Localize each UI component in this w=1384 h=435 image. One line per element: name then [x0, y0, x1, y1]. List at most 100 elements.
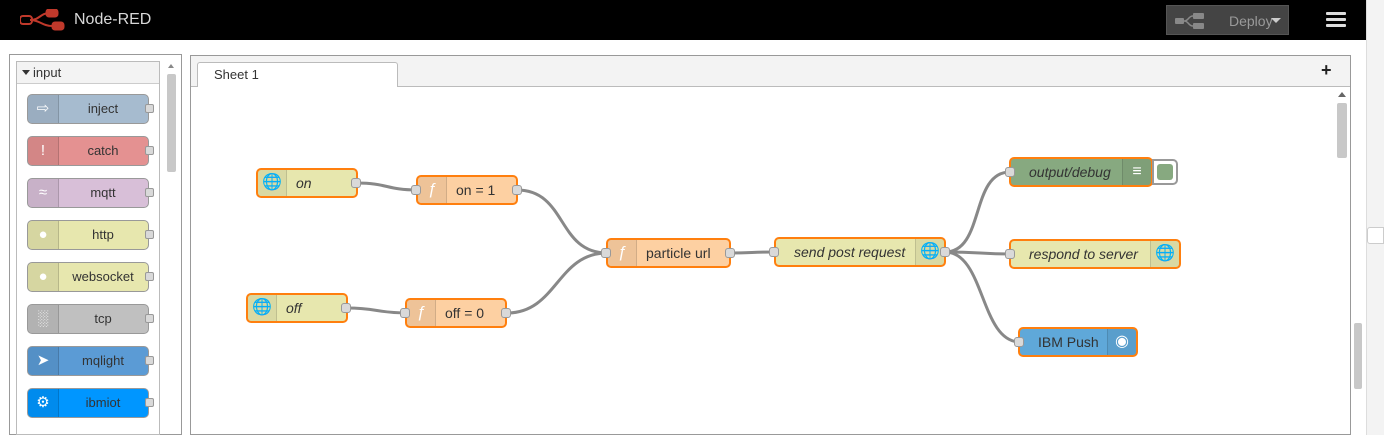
palette-node-inject[interactable]: ⇨inject	[27, 94, 154, 124]
globe-icon: 🌐	[258, 170, 287, 196]
workspace: Sheet 1 +	[190, 55, 1351, 435]
workspace-scrollbar[interactable]	[1336, 90, 1348, 435]
input-port[interactable]	[411, 185, 421, 195]
function-icon: ƒ	[418, 177, 447, 203]
mqlight-icon: ➤	[28, 347, 59, 375]
input-port[interactable]	[1005, 249, 1015, 259]
caret-down-icon	[22, 70, 30, 75]
output-port[interactable]	[501, 308, 511, 318]
hamburger-menu-icon[interactable]	[1326, 12, 1346, 28]
input-port[interactable]	[400, 308, 410, 318]
flow-node-respond-to-server[interactable]: respond to server 🌐	[1009, 239, 1181, 269]
gear-icon: ⚙	[28, 389, 59, 417]
flow-node-on[interactable]: 🌐 on	[256, 168, 358, 198]
wave-icon: ░	[28, 305, 59, 333]
flow-wires	[346, 170, 1021, 344]
palette-node-websocket[interactable]: ● websocket	[27, 262, 154, 292]
add-tab-icon[interactable]: +	[1321, 60, 1332, 80]
globe-icon: 🌐	[915, 239, 944, 265]
flow-node-send-post-request[interactable]: send post request 🌐	[774, 237, 946, 267]
palette-node-label: http	[92, 227, 114, 242]
alert-icon: !	[28, 137, 59, 165]
globe-icon: 🌐	[1150, 241, 1179, 267]
bridge-icon: ≈	[28, 179, 59, 207]
function-icon: ƒ	[608, 240, 637, 266]
deploy-button[interactable]: Deploy	[1166, 5, 1289, 35]
input-port[interactable]	[601, 248, 611, 258]
wire	[516, 188, 608, 255]
output-port	[145, 230, 154, 239]
palette-node-mqlight[interactable]: ➤ mqlight	[27, 346, 154, 376]
workspace-scrollbar-thumb[interactable]	[1337, 103, 1347, 158]
globe-icon: ●	[28, 263, 59, 291]
palette-node-label: mqlight	[82, 353, 124, 368]
output-port[interactable]	[940, 247, 950, 257]
flow-node-output-debug[interactable]: output/debug ≡	[1009, 157, 1153, 187]
palette-node-ibmiot[interactable]: ⚙ ibmiot	[27, 388, 154, 418]
globe-icon: 🌐	[248, 295, 277, 321]
globe-icon: ●	[28, 221, 59, 249]
palette-node-label: websocket	[72, 269, 134, 284]
tab-sheet-1[interactable]: Sheet 1	[197, 62, 398, 87]
flow-node-ibm-push[interactable]: IBM Push ◉	[1018, 327, 1138, 357]
output-port[interactable]	[341, 303, 351, 313]
flow-node-label: output/debug	[1029, 164, 1111, 180]
sidebar-toggle[interactable]	[1367, 227, 1384, 244]
function-icon: ƒ	[407, 300, 436, 326]
input-port[interactable]	[1014, 337, 1024, 347]
deploy-icon	[1175, 13, 1204, 29]
deploy-label: Deploy	[1229, 13, 1273, 29]
flow-node-label: send post request	[794, 244, 906, 260]
flow-node-label: particle url	[646, 245, 711, 261]
palette-node-label: ibmiot	[85, 395, 121, 410]
palette-category-label: input	[33, 65, 62, 80]
output-port	[145, 398, 154, 407]
workspace-tabs: Sheet 1 +	[191, 56, 1350, 87]
output-port	[145, 272, 154, 281]
wire	[346, 306, 408, 315]
input-port[interactable]	[1005, 167, 1015, 177]
sidebar-strip	[1366, 0, 1384, 435]
header-bar: Node-RED Deploy	[0, 0, 1366, 40]
app-title: Node-RED	[74, 11, 152, 28]
debug-list-icon: ≡	[1122, 159, 1151, 185]
flow-node-particle-url[interactable]: ƒ particle url	[606, 238, 731, 268]
palette-node-mqtt[interactable]: ≈ mqtt	[27, 178, 154, 208]
output-port[interactable]	[725, 248, 735, 258]
debug-toggle-button[interactable]	[1152, 159, 1178, 185]
palette-scrollbar-thumb[interactable]	[167, 74, 176, 172]
scroll-up-icon[interactable]	[1338, 92, 1346, 97]
palette-scrollbar[interactable]	[165, 62, 179, 435]
wire	[944, 250, 1021, 344]
output-port	[145, 104, 154, 113]
output-port	[145, 146, 154, 155]
flow-node-off[interactable]: 🌐 off	[246, 293, 348, 323]
flow-node-label: off	[286, 300, 302, 316]
flow-node-label: off = 0	[445, 305, 485, 321]
palette-node-label: tcp	[94, 311, 112, 326]
output-port	[145, 188, 154, 197]
input-port[interactable]	[769, 247, 779, 257]
palette-node-http[interactable]: ● http	[27, 220, 154, 250]
output-port	[145, 356, 154, 365]
output-port[interactable]	[512, 185, 522, 195]
node-red-logo-icon	[20, 9, 65, 31]
wire	[944, 170, 1011, 254]
output-port	[145, 314, 154, 323]
arrow-icon: ⇨	[28, 95, 59, 123]
palette-category-header[interactable]: input	[17, 62, 159, 84]
palette-node-label: catch	[87, 143, 119, 158]
flow-node-label: IBM Push	[1038, 334, 1099, 350]
scroll-up-icon[interactable]	[168, 64, 174, 68]
chevron-down-icon[interactable]	[1271, 18, 1281, 23]
output-port[interactable]	[351, 178, 361, 188]
palette-node-catch[interactable]: ! catch	[27, 136, 154, 166]
flow-node-on-equals-1[interactable]: ƒ on = 1	[416, 175, 518, 205]
push-notification-icon: ◉	[1107, 329, 1136, 355]
palette-node-label: mqtt	[90, 185, 116, 200]
palette-category: input ⇨inject! catch ≈ mqtt ● http ● websocket ░…	[16, 61, 160, 435]
flow-node-off-equals-0[interactable]: ƒ off = 0	[405, 298, 507, 328]
palette-node-tcp[interactable]: ░ tcp	[27, 304, 154, 334]
flow-node-label: on = 1	[456, 182, 496, 198]
page-scrollbar-thumb[interactable]	[1354, 323, 1362, 389]
